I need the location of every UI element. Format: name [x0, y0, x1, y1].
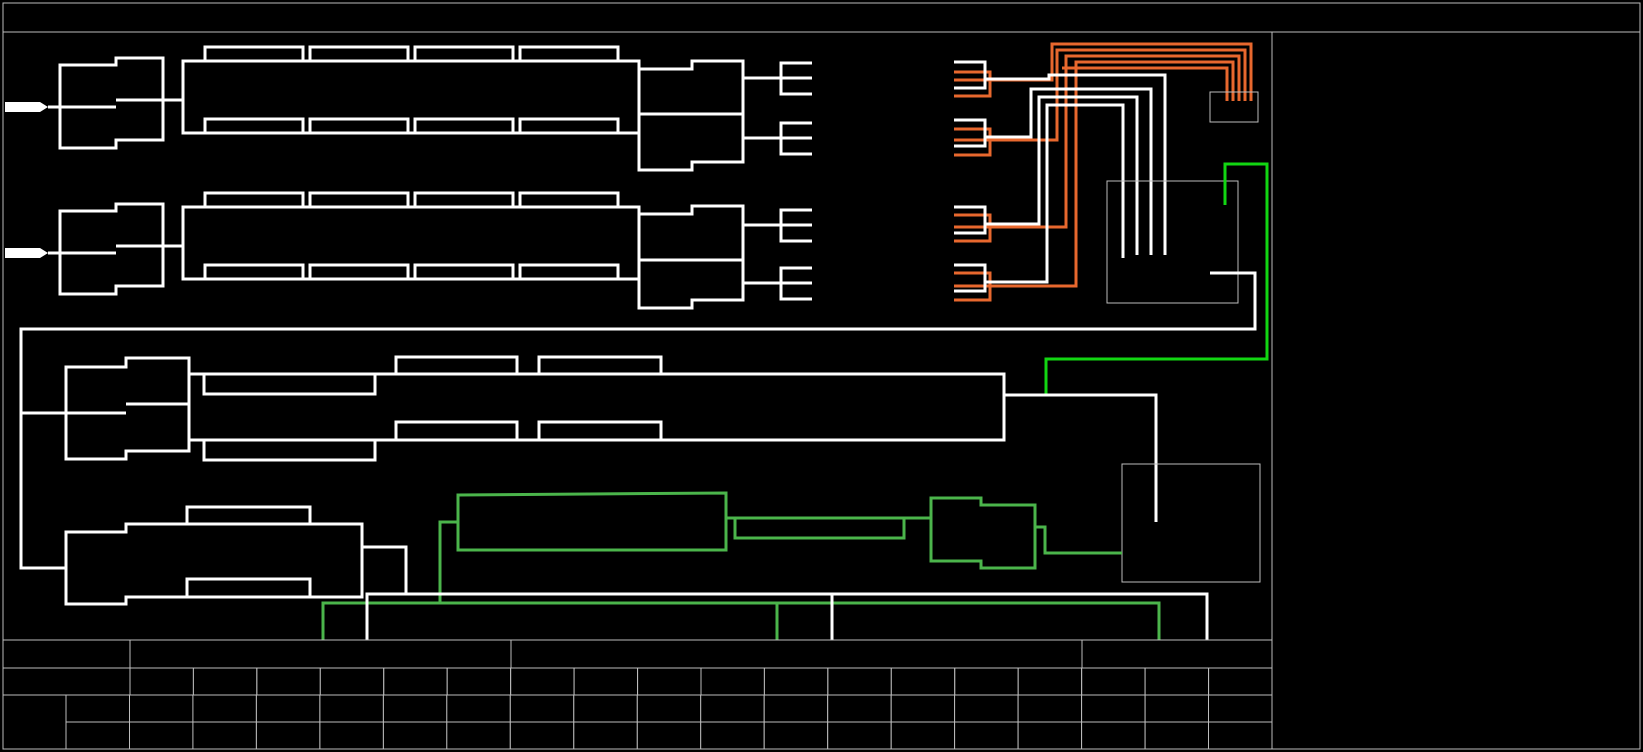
title-grid-cell	[636, 694, 702, 723]
title-grid-cell	[700, 721, 765, 750]
title-grid-cell	[446, 721, 511, 750]
title-grid-cell	[827, 694, 892, 723]
main-bus-block-1	[181, 45, 641, 135]
title-grid-cell	[129, 721, 194, 750]
title-grid-cell	[700, 667, 765, 696]
title-grid-cell	[954, 694, 1019, 723]
title-label-cell	[2, 667, 131, 696]
title-grid-cell	[636, 721, 702, 750]
title-grid-cell	[1144, 694, 1210, 723]
title-grid-cells	[65, 667, 1273, 750]
title-grid-cell	[1017, 721, 1083, 750]
title-grid-cell	[446, 667, 512, 696]
title-grid-cell	[319, 667, 385, 696]
title-grid-cell	[192, 667, 258, 696]
title-grid-cell	[319, 721, 384, 750]
main-bus-block-3	[187, 355, 1158, 522]
title-grid-cell	[1017, 667, 1083, 696]
title-grid-cell	[763, 667, 829, 696]
title-grid-cell	[827, 721, 892, 750]
splitter-block-3	[64, 356, 191, 461]
title-grid-cell	[509, 721, 575, 750]
title-grid-cell	[256, 667, 321, 696]
title-grid-cell	[1017, 694, 1083, 723]
light-green-network	[321, 491, 1161, 640]
title-grid-cell	[192, 721, 257, 750]
title-grid-cell	[573, 694, 638, 723]
controller-box	[1106, 180, 1239, 304]
title-grid-cell	[637, 667, 702, 696]
input-arrow-1	[5, 102, 60, 112]
white-bus-bundle	[985, 73, 1167, 284]
title-grid-cell	[1144, 667, 1209, 696]
splitter-block-2	[58, 202, 183, 296]
bottom-bus	[365, 592, 1209, 640]
title-grid-cell	[382, 694, 448, 723]
title-grid-cell	[1144, 721, 1210, 750]
title-grid-cell	[763, 694, 829, 723]
title-grid-cell	[446, 694, 511, 723]
title-grid-cell	[129, 694, 194, 723]
orange-connector-group	[954, 60, 992, 302]
title-header-cell-2	[129, 639, 512, 669]
title-grid-cell	[763, 721, 829, 750]
title-grid-cell	[255, 694, 321, 723]
title-header-cell-1	[2, 639, 131, 669]
title-grid-cell	[890, 667, 956, 696]
title-row-label-cell	[2, 694, 67, 750]
title-grid-cell	[65, 694, 130, 723]
terminal-box-top	[1209, 91, 1259, 123]
title-grid-cell	[319, 694, 384, 723]
title-block	[2, 639, 1273, 750]
title-grid-cell	[890, 694, 956, 723]
input-arrow-2	[5, 248, 60, 258]
splitter-block-1	[58, 56, 183, 150]
title-grid-cell	[954, 667, 1019, 696]
junction-box	[1121, 463, 1261, 583]
output-splitter-2	[637, 204, 812, 310]
title-grid-cell	[1208, 721, 1273, 750]
title-grid-cell	[1081, 667, 1146, 696]
title-grid-cell	[954, 721, 1019, 750]
title-grid-cell	[129, 667, 194, 696]
title-grid-cell	[1081, 721, 1146, 750]
title-grid-cell	[890, 721, 956, 750]
title-grid-cell	[509, 694, 575, 723]
title-grid-cell	[1208, 667, 1273, 696]
title-grid-cell	[383, 667, 448, 696]
title-header-cell-3	[510, 639, 1083, 669]
green-signal-line	[1044, 162, 1269, 395]
output-splitter-1	[637, 59, 812, 172]
title-grid-cell	[573, 721, 638, 750]
title-grid-cell	[1081, 694, 1146, 723]
title-header-cell-4	[1081, 639, 1273, 669]
title-grid-cell	[700, 694, 765, 723]
title-grid-cell	[255, 721, 321, 750]
title-grid-cell	[510, 667, 575, 696]
title-grid-cell	[382, 721, 448, 750]
title-grid-cell	[192, 694, 257, 723]
title-grid-cell	[827, 667, 892, 696]
title-grid-cell	[1208, 694, 1273, 723]
title-grid-cell	[65, 721, 130, 750]
return-line	[19, 271, 1257, 570]
lower-block-4	[64, 505, 408, 606]
title-grid-cell	[573, 667, 638, 696]
main-bus-block-2	[181, 191, 641, 281]
